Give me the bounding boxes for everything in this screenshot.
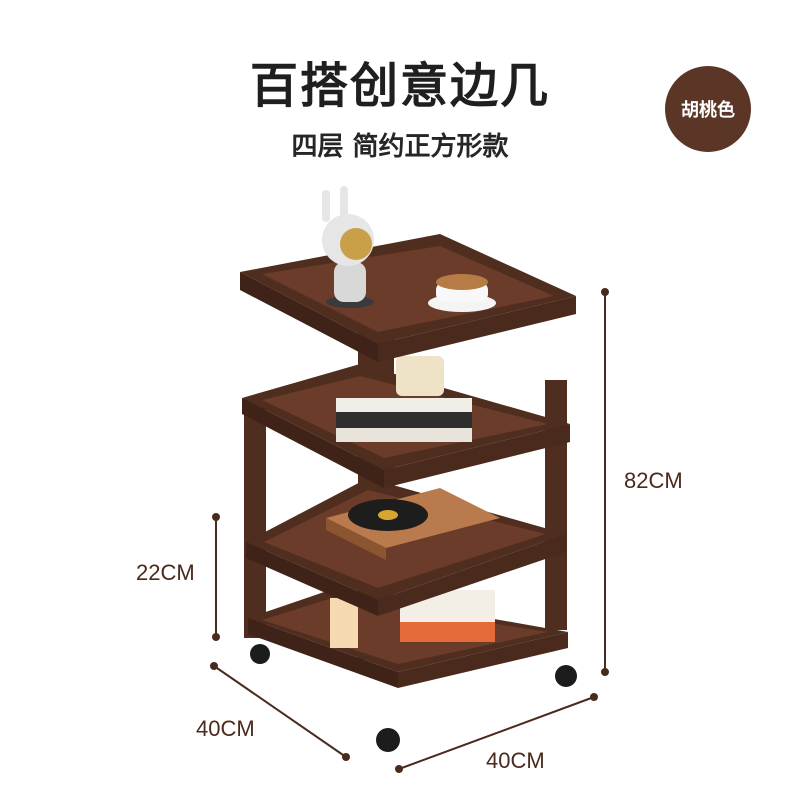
product-subtitle: 四层 简约正方形款 [291,132,509,162]
coffee-cup [428,274,496,312]
books-bottom [330,590,495,648]
dimension-tier-gap: 22CM [136,560,195,585]
astronaut-figurine [322,186,374,308]
product-title: 百搭创意边几 [249,58,550,114]
dimension-depth: 40CM [196,716,255,741]
dimension-lines [210,288,609,773]
dimension-width: 40CM [486,748,545,773]
record-player [326,488,500,560]
color-badge: 胡桃色 [665,66,751,152]
wheels [250,644,577,752]
tier-top [240,234,576,362]
dimension-height-total: 82CM [624,468,683,493]
books-middle [336,356,472,442]
